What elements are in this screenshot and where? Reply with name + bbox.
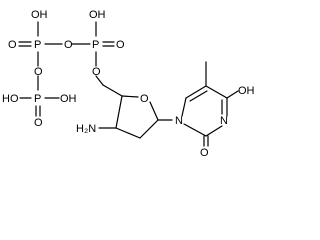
- atom-o-double-top-right: O: [116, 39, 125, 51]
- atom-p-top-left: P: [34, 39, 41, 51]
- atom-o-c2: O: [200, 147, 209, 159]
- atom-o-bridge-2: O: [34, 66, 43, 78]
- atom-oh-c4: OH: [238, 85, 255, 97]
- bond-c1-c2: [139, 119, 159, 139]
- bond-c5-c4: [205, 85, 228, 99]
- bond-n1-c6: [181, 97, 187, 117]
- atom-oh-lower-right: OH: [60, 93, 77, 105]
- atom-labels: OH P O O OH P O O HO P OH O O O H₂N N N …: [2, 9, 255, 159]
- base-ring-bonds: [181, 61, 239, 147]
- bond-oring-c1: [149, 101, 159, 121]
- atom-o-ester: O: [92, 66, 101, 78]
- atom-p-lower: P: [34, 93, 41, 105]
- bond-oester-ch2: [95, 75, 104, 86]
- atom-o-double-top-left: O: [8, 39, 17, 51]
- bond-ch2-c4: [102, 84, 123, 97]
- bond-c2-n1: [183, 123, 207, 137]
- bond-c3-c4: [115, 95, 123, 129]
- bond-c4-oring: [121, 95, 139, 98]
- atom-oh-top-left: OH: [31, 9, 48, 21]
- sugar-ring-bonds: [98, 84, 173, 139]
- bond-c2-c3: [115, 127, 141, 139]
- bond-c4-oh: [226, 90, 239, 99]
- molecule-structure: OH P O O OH P O O HO P OH O O O H₂N N N …: [2, 9, 255, 159]
- atom-o-double-lower: O: [34, 117, 43, 129]
- bond-c6-c5-b: [189, 90, 208, 102]
- atom-o-bridge-1: O: [64, 39, 73, 51]
- atom-amino: H₂N: [76, 123, 96, 135]
- atom-n1: N: [175, 115, 183, 127]
- atom-n3: N: [220, 115, 228, 127]
- phosphate-chain-bonds: [18, 21, 115, 117]
- bond-c6-c5-a: [185, 85, 207, 99]
- atom-oh-top-right: OH: [89, 9, 106, 21]
- atom-ho-lower-left: HO: [2, 93, 19, 105]
- bond-n3-c2: [205, 125, 223, 137]
- atom-p-top-right: P: [92, 39, 99, 51]
- atom-o-ring: O: [140, 93, 149, 105]
